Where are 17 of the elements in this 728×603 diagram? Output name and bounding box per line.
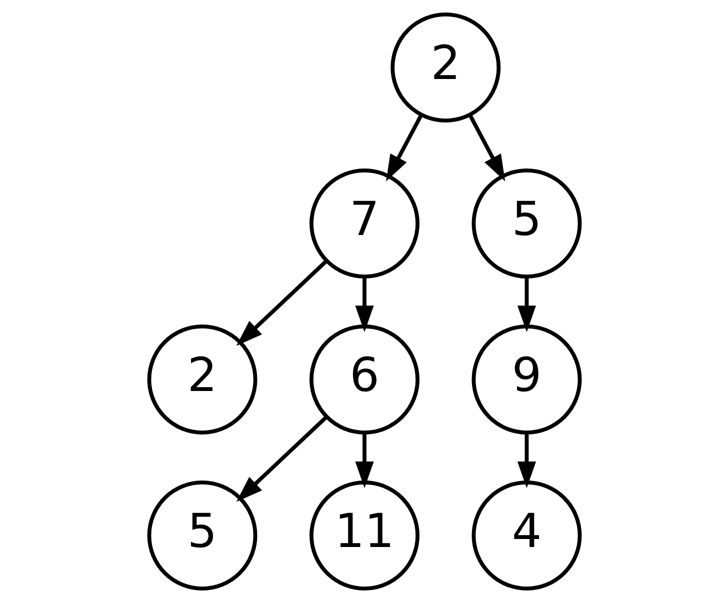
node-circle: 7 <box>309 168 419 278</box>
node-circle: 9 <box>471 324 582 434</box>
node-circle: 11 <box>309 480 419 590</box>
node-circle: 2 <box>390 12 500 122</box>
node-circle: 5 <box>471 168 582 278</box>
arrow <box>386 114 422 182</box>
node-circle: 4 <box>471 480 582 590</box>
arrow <box>354 432 374 488</box>
arrow <box>236 415 328 502</box>
node-circle: 2 <box>146 324 257 434</box>
node-circle: 5 <box>146 480 257 590</box>
arrow <box>236 260 328 346</box>
arrow <box>354 276 374 332</box>
arrow <box>468 114 505 182</box>
node-circle: 6 <box>309 324 419 434</box>
arrow <box>516 432 536 488</box>
arrow <box>516 276 536 332</box>
